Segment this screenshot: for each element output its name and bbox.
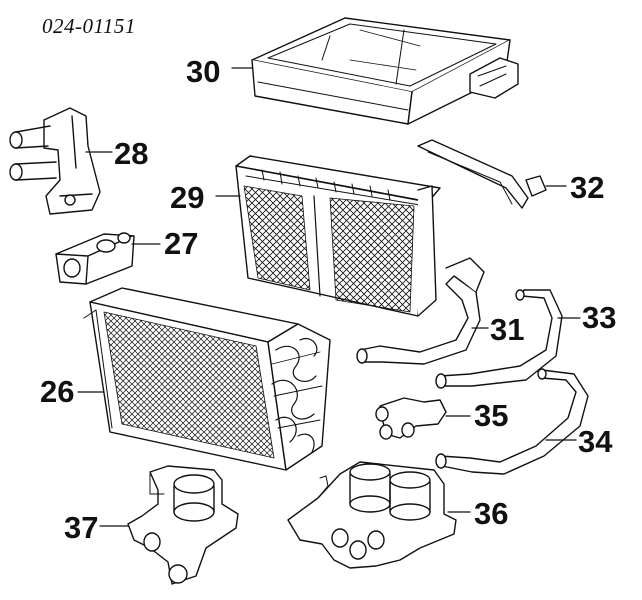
callout-30: 30	[186, 54, 221, 89]
callout-27: 27	[164, 226, 199, 261]
part-32-pipes	[417, 139, 567, 209]
part-35-connector	[375, 397, 471, 440]
part-34-pipe	[435, 368, 589, 475]
part-26-evaporator	[77, 287, 331, 471]
callout-33: 33	[582, 300, 617, 335]
callout-37: 37	[64, 510, 99, 545]
part-33-pipe	[435, 289, 581, 389]
callout-36: 36	[474, 496, 509, 531]
part-27-expansion-valve	[55, 232, 161, 285]
part-37-solenoid-valve	[99, 465, 239, 585]
callout-26: 26	[40, 374, 75, 409]
part-30-housing	[231, 17, 519, 125]
callout-34: 34	[578, 424, 613, 459]
callout-32: 32	[570, 170, 605, 205]
callout-31: 31	[490, 312, 525, 347]
part-36-dual-valve	[287, 461, 471, 569]
part-31-pipe	[356, 257, 489, 365]
document-code: 024-01151	[42, 14, 136, 38]
part-29-heater-core	[215, 155, 441, 317]
callout-28: 28	[114, 136, 149, 171]
callout-35: 35	[474, 398, 509, 433]
part-28-valve	[9, 107, 113, 215]
callout-29: 29	[170, 180, 205, 215]
